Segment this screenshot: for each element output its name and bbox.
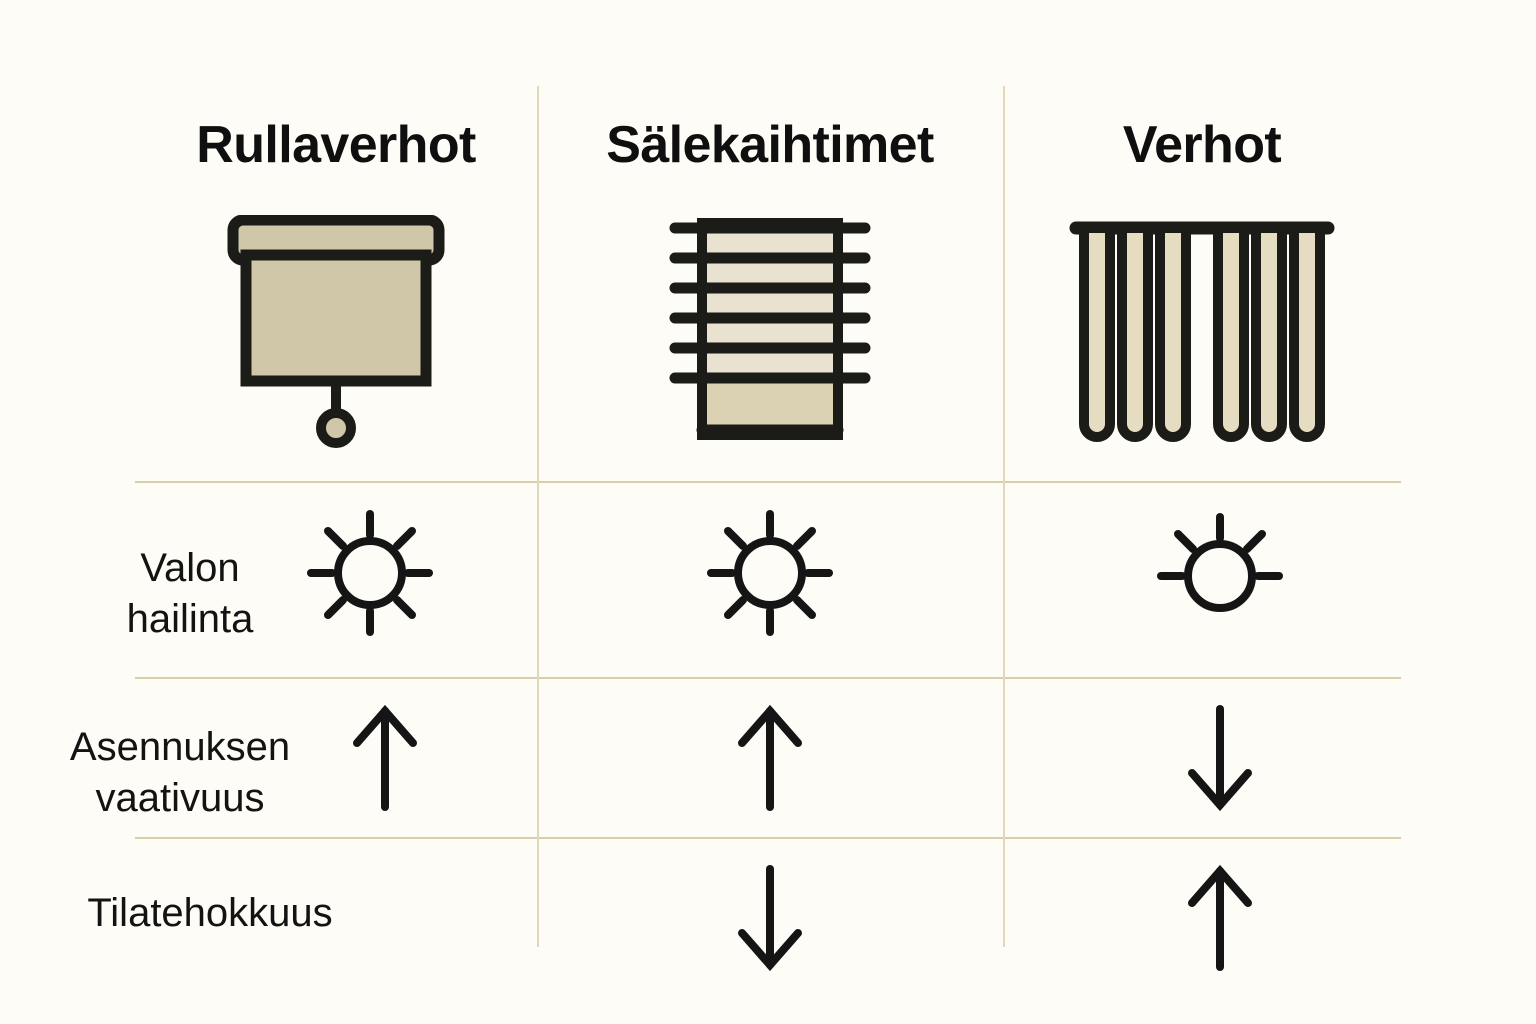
cell-asennuksen-vaativuus-rullaverhot — [320, 695, 450, 820]
cell-valon-hallinta-verhot — [1140, 495, 1300, 650]
cell-tilatehokkuus-salekaihtimet — [705, 855, 835, 980]
arrow-up-icon — [738, 704, 802, 811]
roller-blind-icon — [227, 215, 445, 448]
row-divider-3 — [135, 837, 1401, 839]
illustration-cell-salekaihtimet — [537, 215, 1003, 455]
column-divider-1 — [537, 86, 539, 947]
column-header-salekaihtimet: Sälekaihtimet — [606, 116, 934, 174]
curtains-icon — [1069, 221, 1335, 442]
row-divider-1 — [135, 481, 1401, 483]
row-divider-2 — [135, 677, 1401, 679]
row-label-valon-hallinta: Valon hailinta — [126, 546, 254, 642]
sun-icon — [307, 509, 433, 636]
cell-tilatehokkuus-verhot — [1155, 855, 1285, 980]
illustration-cell-verhot — [1003, 215, 1401, 455]
cell-valon-hallinta-rullaverhot — [290, 495, 450, 650]
sun-icon — [707, 509, 833, 636]
cell-asennuksen-vaativuus-salekaihtimet — [705, 695, 835, 820]
arrow-down-icon — [1188, 704, 1252, 811]
arrow-down-icon — [738, 864, 802, 971]
row-label-asennuksen-vaativuus: Asennuksen vaativuus — [69, 725, 291, 821]
illustration-cell-rullaverhot — [135, 215, 537, 455]
cell-asennuksen-vaativuus-verhot — [1155, 695, 1285, 820]
cell-valon-hallinta-salekaihtimet — [690, 495, 850, 650]
row-label-tilatehokkuus: Tilatehokkuus — [87, 891, 333, 935]
column-header-rullaverhot: Rullaverhot — [196, 116, 476, 174]
column-header-verhot: Verhot — [1122, 116, 1282, 174]
venetian-blind-icon — [669, 218, 871, 440]
arrow-up-icon — [1188, 864, 1252, 971]
arrow-up-icon — [353, 704, 417, 811]
column-divider-2 — [1003, 86, 1005, 947]
sun-icon — [1157, 512, 1283, 612]
